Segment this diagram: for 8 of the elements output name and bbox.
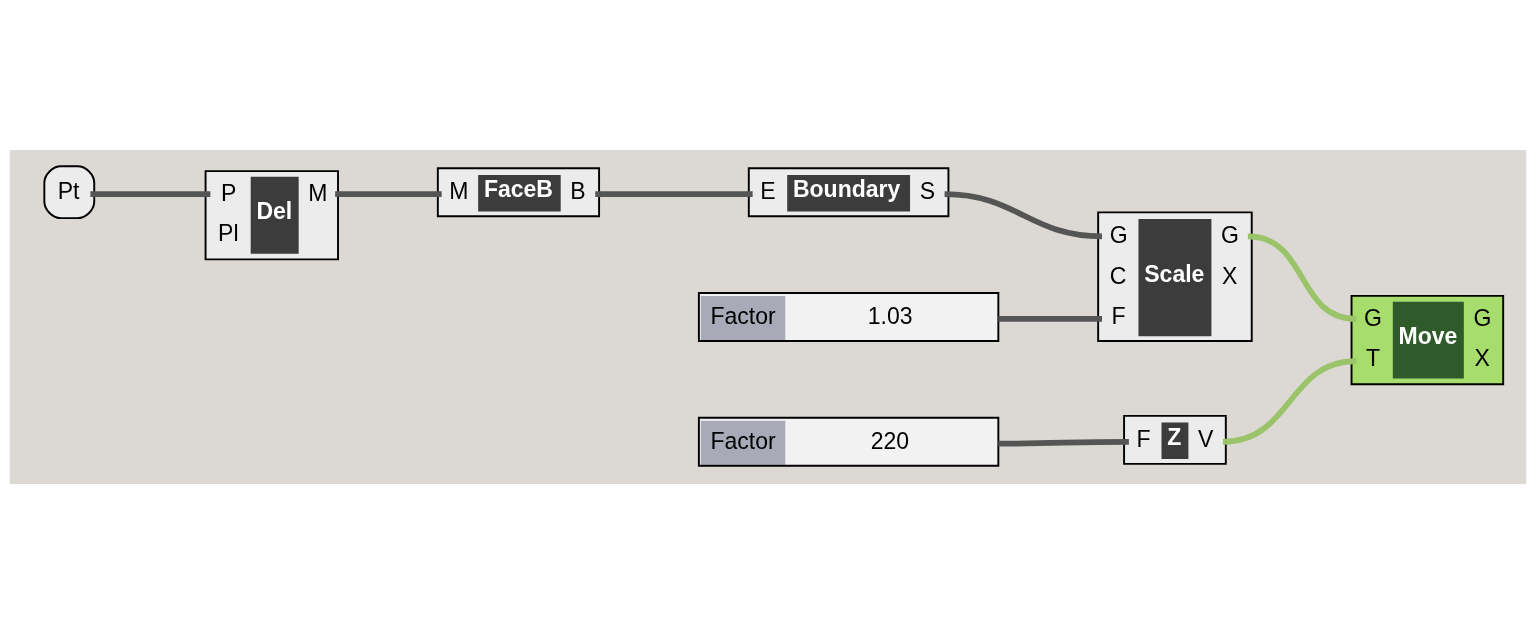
connector (90, 191, 211, 198)
connector (998, 316, 1102, 322)
connector (944, 191, 1103, 240)
connector (335, 191, 442, 198)
connector (998, 438, 1129, 447)
connector (1247, 233, 1357, 322)
connector (1222, 358, 1357, 445)
connector (595, 191, 753, 198)
